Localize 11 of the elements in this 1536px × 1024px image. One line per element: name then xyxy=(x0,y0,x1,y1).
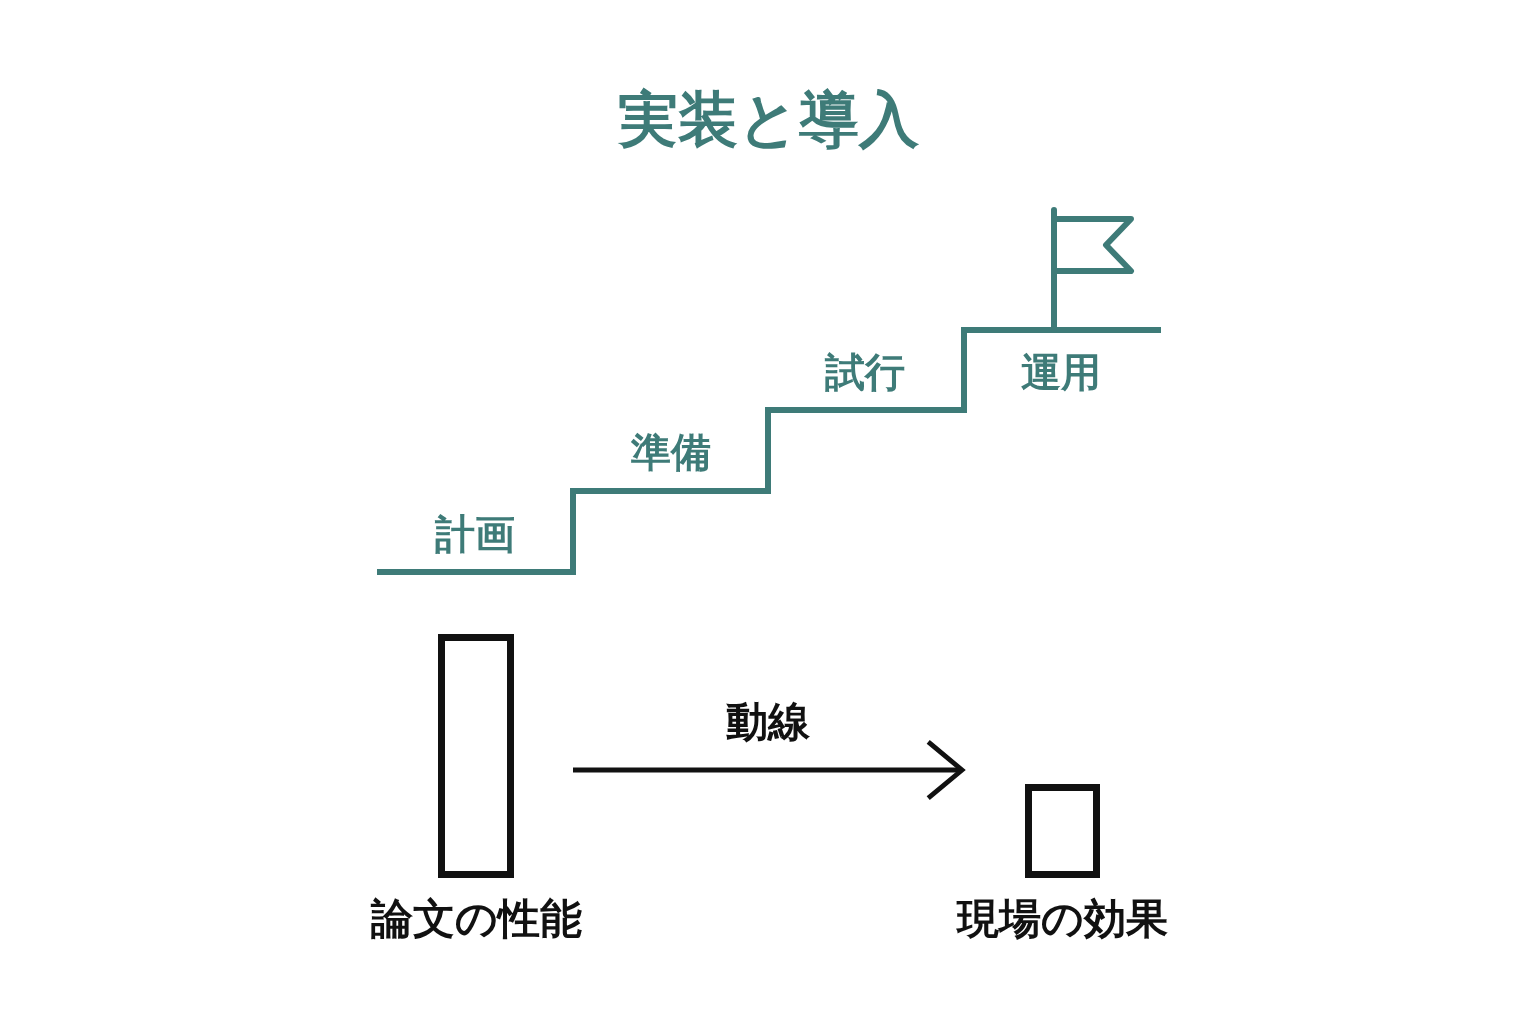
step-label: 計画 xyxy=(435,511,515,557)
arrow xyxy=(573,740,965,800)
step-label: 試行 xyxy=(825,349,905,395)
bar-outline xyxy=(1025,784,1100,878)
bar-outline xyxy=(438,634,514,878)
step-label: 準備 xyxy=(631,429,711,475)
bar-caption: 現場の効果 xyxy=(957,894,1168,944)
step-label: 運用 xyxy=(1021,349,1101,395)
title: 実装と導入 xyxy=(617,84,919,154)
edge-label: 動線 xyxy=(723,701,812,743)
bar-caption: 論文の性能 xyxy=(370,894,582,944)
